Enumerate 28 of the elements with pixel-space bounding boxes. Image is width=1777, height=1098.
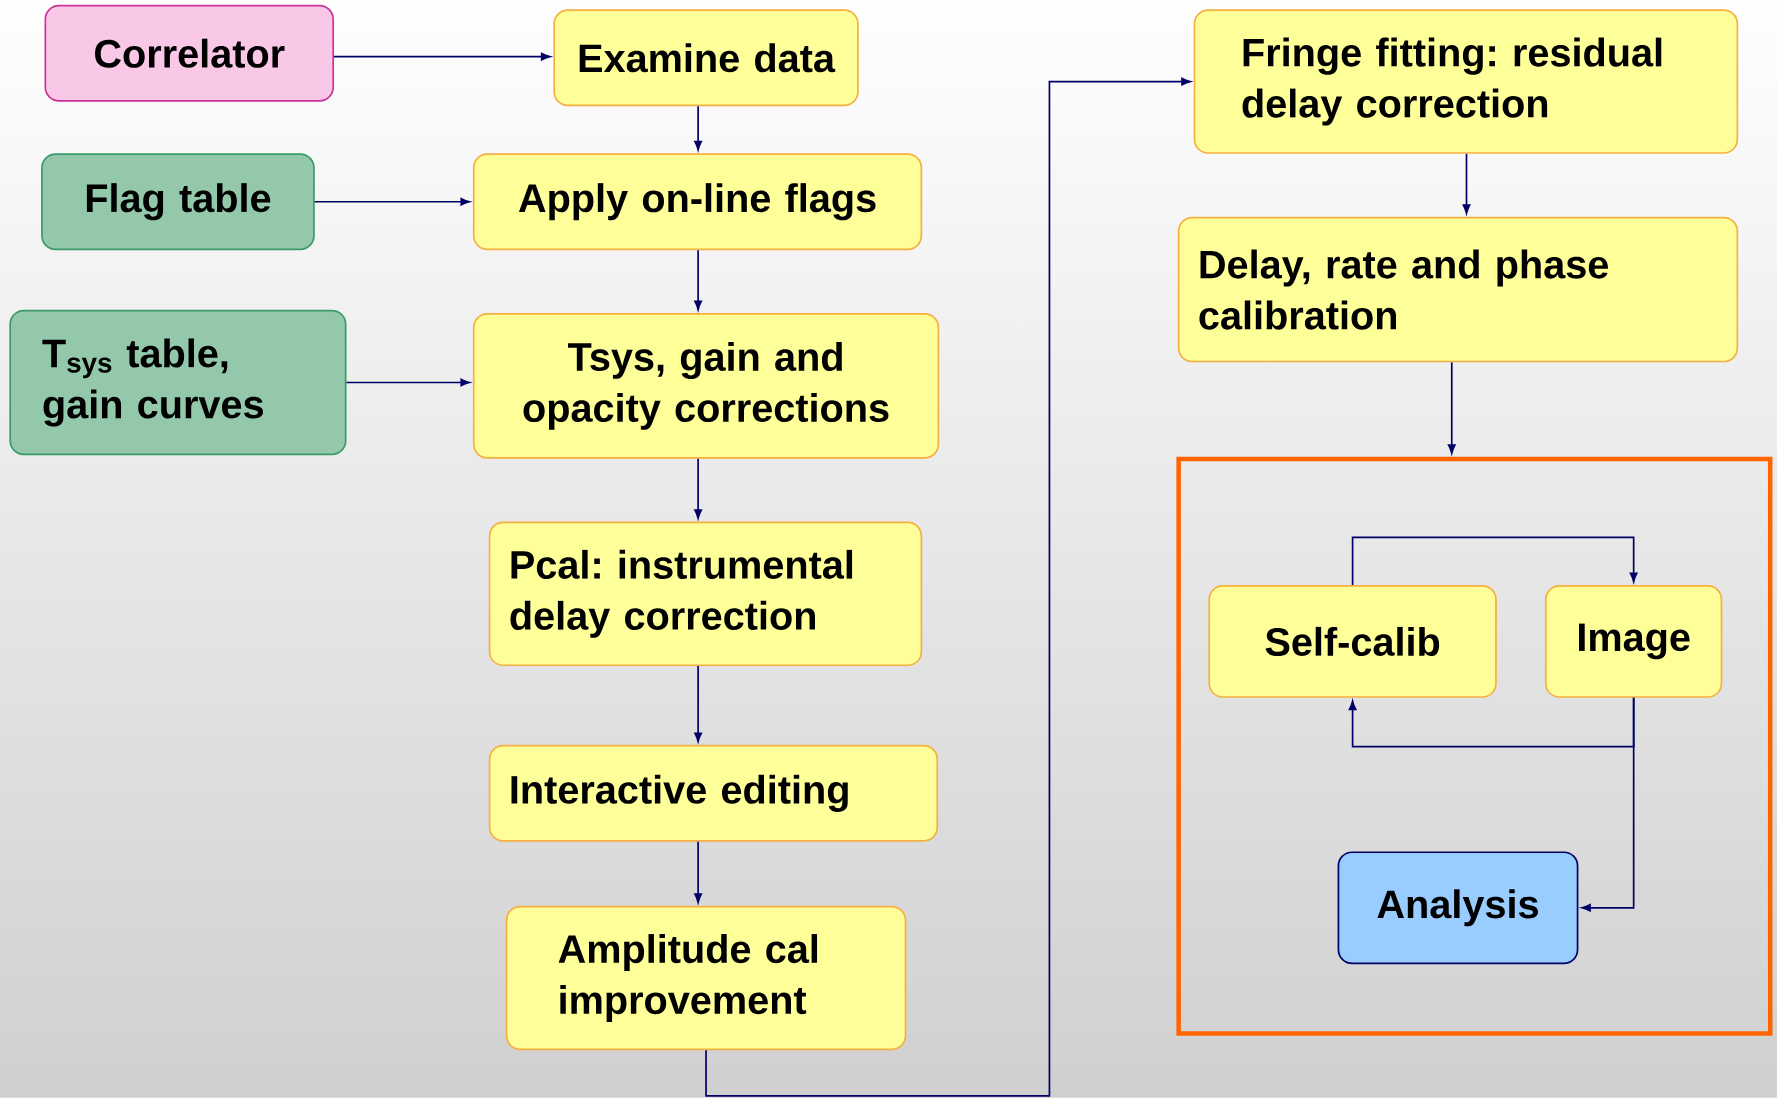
arrow [345, 378, 471, 387]
source-box: Correlator [44, 4, 335, 102]
group-frame [1176, 456, 1773, 1036]
process-box: Delay, rate and phase calibration [1177, 216, 1739, 363]
arrow [1581, 696, 1635, 912]
process-box: Image [1545, 585, 1723, 698]
arrow [694, 840, 703, 903]
arrow [1348, 696, 1635, 748]
arrow [1447, 361, 1456, 454]
input-box: Flag table [41, 153, 315, 251]
process-box: Self-calib [1208, 585, 1497, 698]
arrow [313, 197, 471, 206]
process-box: Pcal: instrumental delay correction [488, 521, 923, 666]
arrow [694, 665, 703, 743]
arrow [694, 105, 703, 151]
process-box: Amplitude cal improvement [505, 905, 907, 1051]
process-box: Fringe fitting: residual delay correction [1193, 9, 1739, 154]
result-box: Analysis [1337, 851, 1579, 965]
process-box: Apply on-line flags [472, 153, 923, 251]
process-box: Tsys, gain and opacity corrections [472, 313, 940, 459]
arrow [694, 457, 703, 519]
process-box: Examine data [553, 9, 859, 107]
arrow [705, 77, 1191, 1097]
process-box: Interactive editing [488, 744, 939, 842]
input-box: T$_{sys}$ table, gain curves [9, 309, 347, 456]
arrow [333, 52, 551, 61]
arrow [694, 249, 703, 311]
arrow [1351, 536, 1638, 586]
